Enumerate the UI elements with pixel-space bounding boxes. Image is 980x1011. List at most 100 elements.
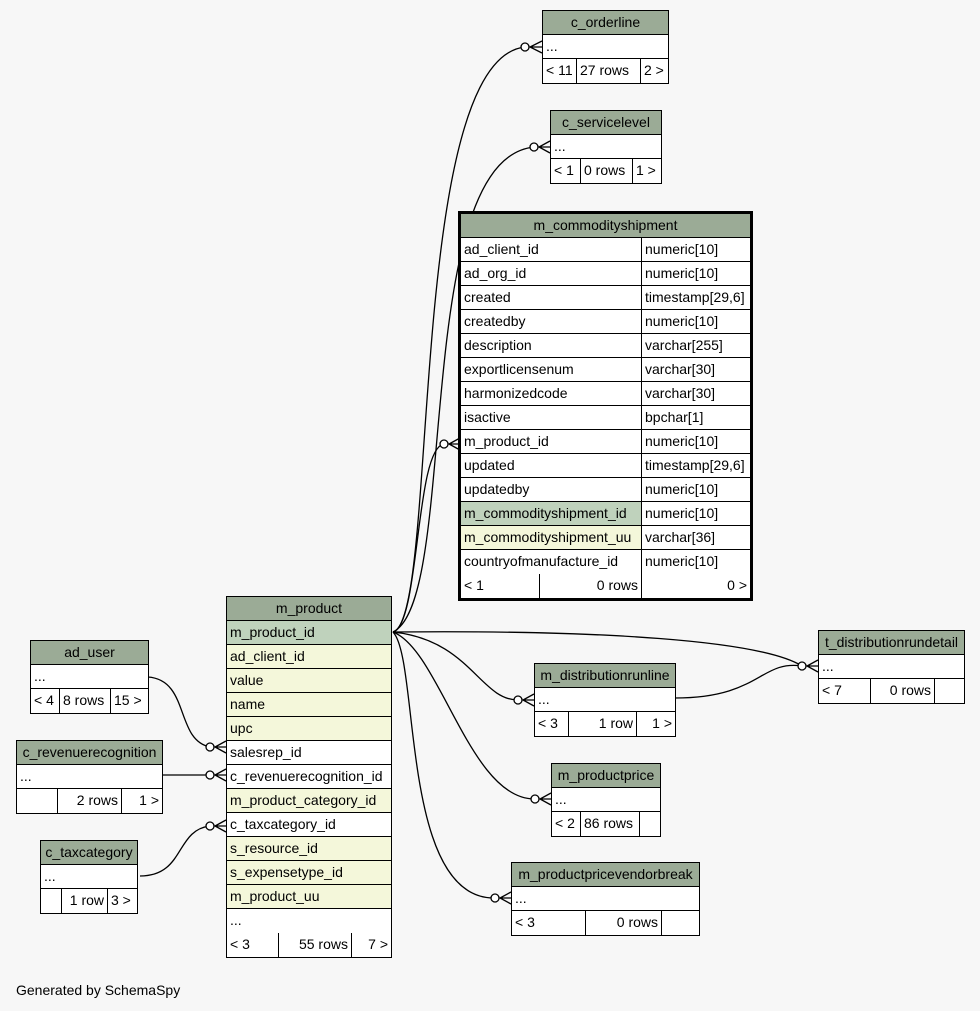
child-count[interactable] bbox=[935, 679, 964, 703]
column-ellipsis[interactable]: ... bbox=[34, 668, 46, 684]
parent-count[interactable]: < 11 bbox=[543, 59, 577, 83]
column-ellipsis[interactable]: ... bbox=[44, 868, 56, 884]
column-name[interactable]: harmonizedcode bbox=[461, 382, 642, 405]
column-name[interactable]: ad_client_id bbox=[461, 238, 642, 261]
column-name[interactable]: s_resource_id bbox=[227, 837, 391, 860]
table-c-taxcategory[interactable]: c_taxcategory ... 1 row 3 > bbox=[40, 840, 138, 914]
column-ellipsis[interactable]: ... bbox=[538, 691, 550, 707]
table-c-revenuerecognition[interactable]: c_revenuerecognition ... 2 rows 1 > bbox=[16, 740, 163, 814]
parent-count[interactable]: < 3 bbox=[227, 933, 279, 957]
parent-count[interactable]: < 4 bbox=[31, 689, 60, 713]
table-title[interactable]: m_productpricevendorbreak bbox=[512, 863, 699, 887]
column-name[interactable]: name bbox=[227, 693, 391, 716]
table-m-productprice[interactable]: m_productprice ... < 2 86 rows bbox=[551, 763, 661, 837]
column-name[interactable]: value bbox=[227, 669, 391, 692]
parent-count[interactable]: < 2 bbox=[552, 812, 581, 836]
table-c-servicelevel[interactable]: c_servicelevel ... < 1 0 rows 1 > bbox=[550, 110, 662, 184]
child-count[interactable]: 15 > bbox=[114, 692, 142, 708]
parent-count[interactable] bbox=[41, 889, 62, 913]
table-footer: < 3 1 row 1 > bbox=[535, 712, 675, 736]
column-name[interactable]: ad_org_id bbox=[461, 262, 642, 285]
column-ellipsis[interactable]: ... bbox=[515, 890, 527, 906]
column-name[interactable]: m_product_uu bbox=[227, 885, 391, 908]
table-title[interactable]: m_product bbox=[227, 597, 391, 621]
column-name[interactable]: updated bbox=[461, 454, 642, 477]
crowfoot-icon bbox=[213, 819, 227, 833]
column-name[interactable]: isactive bbox=[461, 406, 642, 429]
column-name[interactable]: created bbox=[461, 286, 642, 309]
column-name[interactable]: m_commodityshipment_uu bbox=[461, 526, 642, 549]
child-count[interactable]: 0 > bbox=[727, 577, 747, 593]
parent-count[interactable]: < 7 bbox=[819, 679, 871, 703]
column-ellipsis[interactable]: ... bbox=[555, 791, 567, 807]
column-name[interactable]: m_product_category_id bbox=[227, 789, 391, 812]
table-m-productpricevendorbreak[interactable]: m_productpricevendorbreak ... < 3 0 rows bbox=[511, 862, 700, 936]
table-title[interactable]: c_revenuerecognition bbox=[17, 741, 162, 765]
column-ellipsis[interactable]: ... bbox=[230, 912, 242, 928]
child-count[interactable]: 2 > bbox=[644, 62, 664, 78]
parent-count[interactable]: < 3 bbox=[512, 911, 586, 935]
column-name[interactable]: countryofmanufacture_id bbox=[461, 550, 642, 574]
table-m-distributionrunline[interactable]: m_distributionrunline ... < 3 1 row 1 > bbox=[534, 663, 676, 737]
column-ellipsis[interactable]: ... bbox=[546, 38, 558, 54]
column-type: numeric[10] bbox=[645, 265, 719, 281]
parent-count[interactable]: < 1 bbox=[461, 574, 540, 598]
child-count[interactable] bbox=[662, 911, 699, 935]
table-t-distributionrundetail[interactable]: t_distributionrundetail ... < 7 0 rows bbox=[818, 630, 965, 704]
table-ad-user[interactable]: ad_user ... < 4 8 rows 15 > bbox=[30, 640, 149, 714]
column-name[interactable]: m_product_id bbox=[461, 430, 642, 453]
table-footer: < 7 0 rows bbox=[819, 679, 964, 703]
table-title[interactable]: m_distributionrunline bbox=[535, 664, 675, 688]
column-name[interactable]: c_revenuerecognition_id bbox=[230, 768, 383, 784]
column-ellipsis[interactable]: ... bbox=[20, 768, 32, 784]
table-c-orderline[interactable]: c_orderline ... < 11 27 rows 2 > bbox=[542, 10, 669, 84]
column-name[interactable]: m_commodityshipment_id bbox=[461, 502, 642, 525]
child-count[interactable]: 1 > bbox=[652, 715, 672, 731]
table-title[interactable]: m_productprice bbox=[552, 764, 660, 788]
table-title[interactable]: c_orderline bbox=[543, 11, 668, 35]
column-name[interactable]: salesrep_id bbox=[230, 744, 302, 760]
child-count[interactable]: 3 > bbox=[111, 892, 131, 908]
column-name[interactable]: updatedby bbox=[461, 478, 642, 501]
parent-count[interactable]: < 1 bbox=[551, 159, 581, 183]
column-name[interactable]: createdby bbox=[461, 310, 642, 333]
column-name[interactable]: c_taxcategory_id bbox=[230, 816, 336, 832]
parent-count[interactable] bbox=[17, 789, 58, 813]
column-name[interactable]: ad_client_id bbox=[227, 645, 391, 668]
child-count[interactable]: 1 > bbox=[139, 792, 159, 808]
column-type: timestamp[29,6] bbox=[645, 289, 745, 305]
column-name[interactable]: exportlicensenum bbox=[461, 358, 642, 381]
table-title[interactable]: m_commodityshipment bbox=[461, 214, 750, 238]
child-count[interactable]: 7 > bbox=[368, 936, 388, 952]
child-count[interactable] bbox=[640, 812, 660, 836]
parent-count[interactable]: < 3 bbox=[535, 712, 569, 736]
table-title[interactable]: ad_user bbox=[31, 641, 148, 665]
table-title[interactable]: c_taxcategory bbox=[41, 841, 137, 865]
column-ellipsis[interactable]: ... bbox=[822, 658, 834, 674]
column-name[interactable]: description bbox=[461, 334, 642, 357]
column-name[interactable]: s_expensetype_id bbox=[227, 861, 391, 884]
child-count[interactable]: 1 > bbox=[636, 162, 656, 178]
table-title[interactable]: c_servicelevel bbox=[551, 111, 661, 135]
column-ellipsis[interactable]: ... bbox=[554, 138, 566, 154]
column-name[interactable]: upc bbox=[227, 717, 391, 740]
column-name[interactable]: m_product_id bbox=[227, 621, 391, 644]
table-title[interactable]: t_distributionrundetail bbox=[819, 631, 964, 655]
cardinality-circle-icon bbox=[205, 742, 215, 752]
